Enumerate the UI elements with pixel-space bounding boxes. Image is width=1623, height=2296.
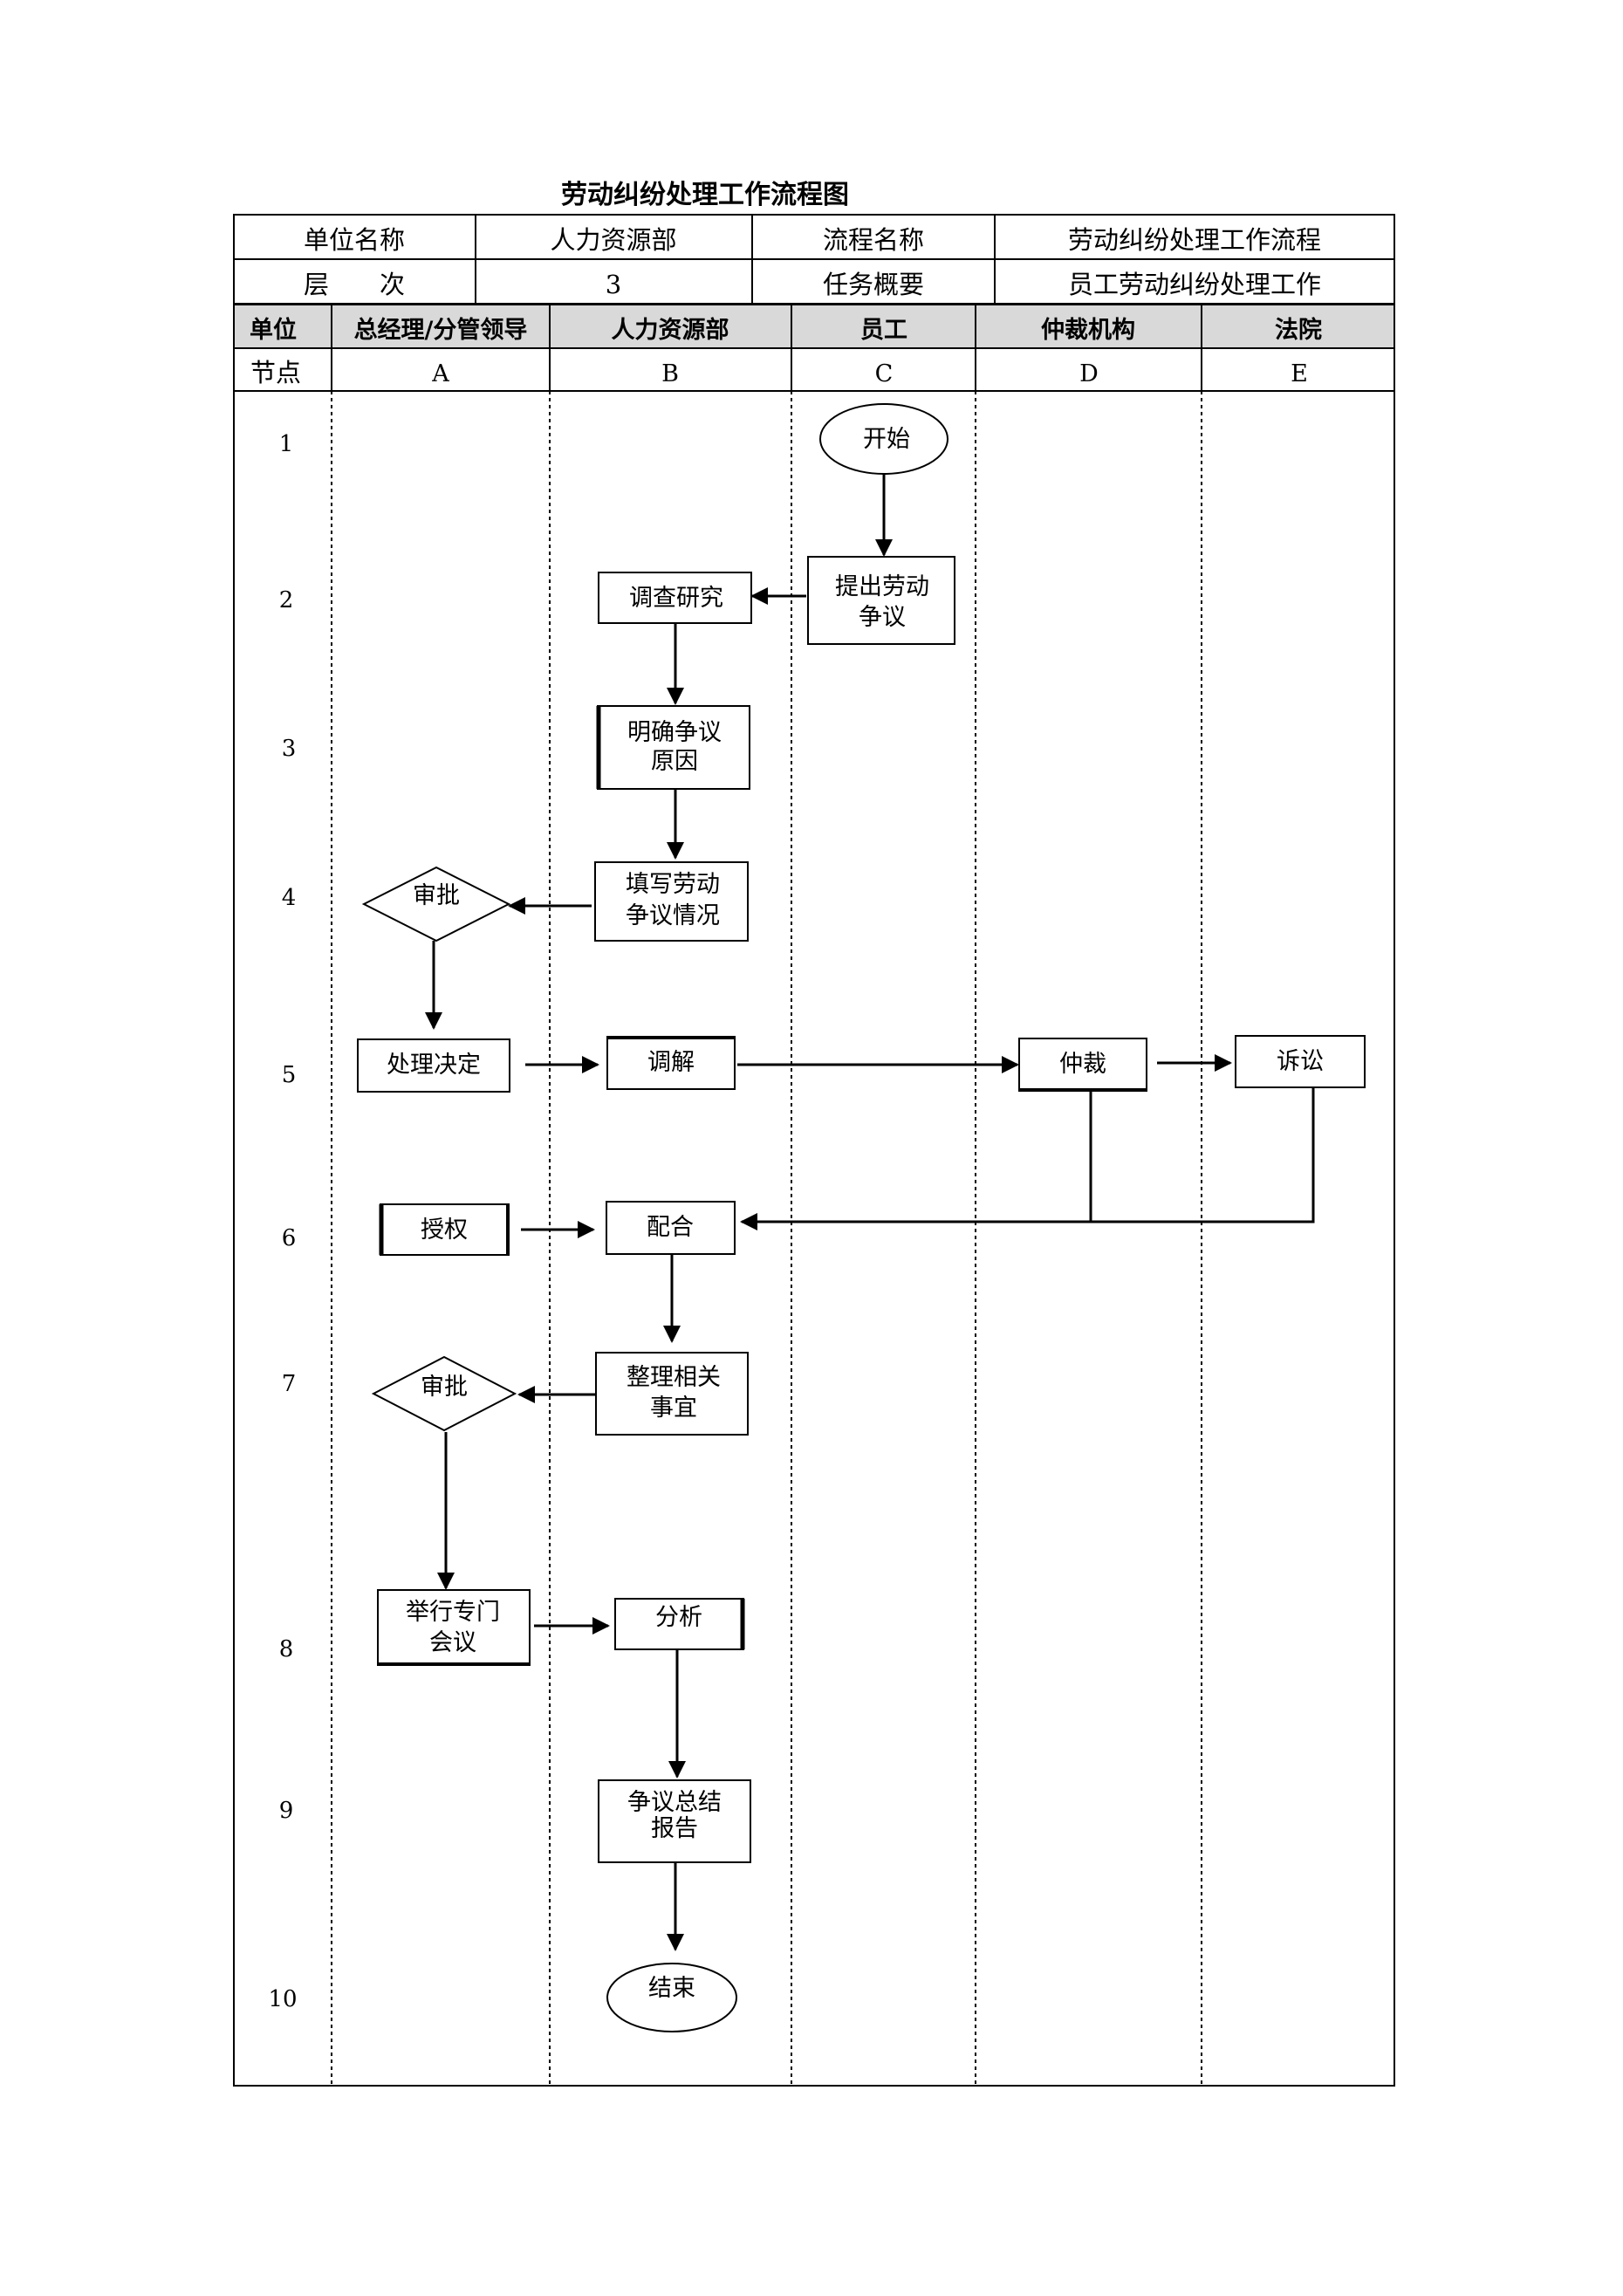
row-number: 1 xyxy=(279,431,294,457)
fill-dispute-box[interactable] xyxy=(594,861,749,942)
swimlane-table xyxy=(233,304,1395,2087)
arrow-lawsuit-to-cooperate xyxy=(740,1088,1315,1230)
lane-code-d: D xyxy=(1079,360,1099,387)
investigate-box[interactable] xyxy=(598,572,752,624)
connectors xyxy=(425,474,1315,1951)
process-label: 流程名称 xyxy=(823,225,924,255)
row-number: 3 xyxy=(282,736,297,762)
process-value: 劳动纠纷处理工作流程 xyxy=(1068,225,1321,255)
decision-box[interactable] xyxy=(357,1038,510,1093)
end-label: 结束 xyxy=(648,1975,695,2002)
row-number: 5 xyxy=(282,1062,297,1088)
meeting-label-line2: 会议 xyxy=(429,1629,476,1656)
start-label: 开始 xyxy=(863,426,910,453)
approve2-label: 审批 xyxy=(421,1374,468,1401)
organize-label-line2: 事宜 xyxy=(650,1395,697,1422)
row-number: 6 xyxy=(282,1225,297,1251)
level-label: 层 次 xyxy=(304,270,405,299)
lane-code-c: C xyxy=(875,360,894,387)
propose-dispute-box[interactable] xyxy=(807,556,955,645)
meeting-box[interactable] xyxy=(377,1589,531,1666)
mediate-box[interactable] xyxy=(606,1036,736,1090)
unit-value: 人力资源部 xyxy=(550,225,676,255)
lane-header-e: 法院 xyxy=(1275,316,1322,344)
page-title: 劳动纠纷处理工作流程图 xyxy=(561,180,849,210)
row-number: 7 xyxy=(282,1371,297,1397)
fill-label-line1: 填写劳动 xyxy=(626,871,720,898)
lane-code-b: B xyxy=(661,360,679,387)
approve-diamond-1[interactable] xyxy=(361,866,511,942)
start-terminal[interactable] xyxy=(819,403,948,475)
nodes xyxy=(357,403,1366,2032)
lane-header-c: 员工 xyxy=(860,317,907,344)
level-value: 3 xyxy=(606,270,621,299)
clarify-cause-box[interactable] xyxy=(597,705,750,790)
summary-label-line2: 报告 xyxy=(651,1815,698,1842)
approve-diamond-2[interactable] xyxy=(371,1355,517,1432)
unit-label: 单位名称 xyxy=(304,225,405,255)
authorize-label: 授权 xyxy=(421,1217,468,1244)
lane-unit-label: 单位 xyxy=(250,316,297,344)
row-number: 2 xyxy=(279,587,294,613)
row-number: 8 xyxy=(279,1636,294,1662)
lane-code-a: A xyxy=(431,360,449,387)
approve1-label: 审批 xyxy=(413,882,460,909)
summary-label: 任务概要 xyxy=(823,270,924,299)
row-number: 9 xyxy=(279,1798,294,1824)
summary-label-line1: 争议总结 xyxy=(627,1789,722,1816)
arbitrate-label: 仲裁 xyxy=(1059,1051,1106,1078)
lawsuit-box[interactable] xyxy=(1235,1035,1366,1088)
organize-label-line1: 整理相关 xyxy=(627,1364,721,1391)
cooperate-box[interactable] xyxy=(606,1201,736,1255)
propose-label-line1: 提出劳动 xyxy=(835,573,929,600)
meeting-label-line1: 举行专门 xyxy=(406,1599,500,1626)
row-number: 10 xyxy=(268,1986,297,2012)
lane-header-d: 仲裁机构 xyxy=(1041,317,1135,344)
row-numbers: 1 2 3 4 5 6 7 8 9 10 xyxy=(268,431,297,2012)
lane-node-label: 节点 xyxy=(250,358,301,387)
mediate-label: 调解 xyxy=(647,1049,695,1076)
cooperate-label: 配合 xyxy=(647,1214,694,1241)
decide-label: 处理决定 xyxy=(387,1052,481,1079)
organize-box[interactable] xyxy=(595,1352,749,1436)
summary-report-box[interactable] xyxy=(598,1779,751,1863)
node-labels: 开始 提出劳动 争议 调查研究 明确争议 原因 填写劳动 争议情况 审批 处理决… xyxy=(387,426,1324,2002)
end-terminal[interactable] xyxy=(606,1963,737,2032)
fill-label-line2: 争议情况 xyxy=(626,902,720,929)
analyze-box[interactable] xyxy=(614,1598,744,1650)
arbitrate-box[interactable] xyxy=(1018,1038,1147,1092)
clarify-label-line1: 明确争议 xyxy=(627,719,722,746)
lane-header-b: 人力资源部 xyxy=(612,316,729,344)
propose-label-line2: 争议 xyxy=(859,604,906,631)
summary-value: 员工劳动纠纷处理工作 xyxy=(1068,270,1321,299)
lawsuit-label: 诉讼 xyxy=(1277,1048,1324,1075)
row-number: 4 xyxy=(282,885,297,911)
lane-header-a: 总经理/分管领导 xyxy=(354,316,528,344)
lane-code-e: E xyxy=(1291,360,1308,387)
clarify-label-line2: 原因 xyxy=(651,748,698,775)
analyze-label: 分析 xyxy=(655,1604,702,1631)
authorize-box[interactable] xyxy=(380,1203,510,1256)
investigate-label: 调查研究 xyxy=(629,585,723,612)
